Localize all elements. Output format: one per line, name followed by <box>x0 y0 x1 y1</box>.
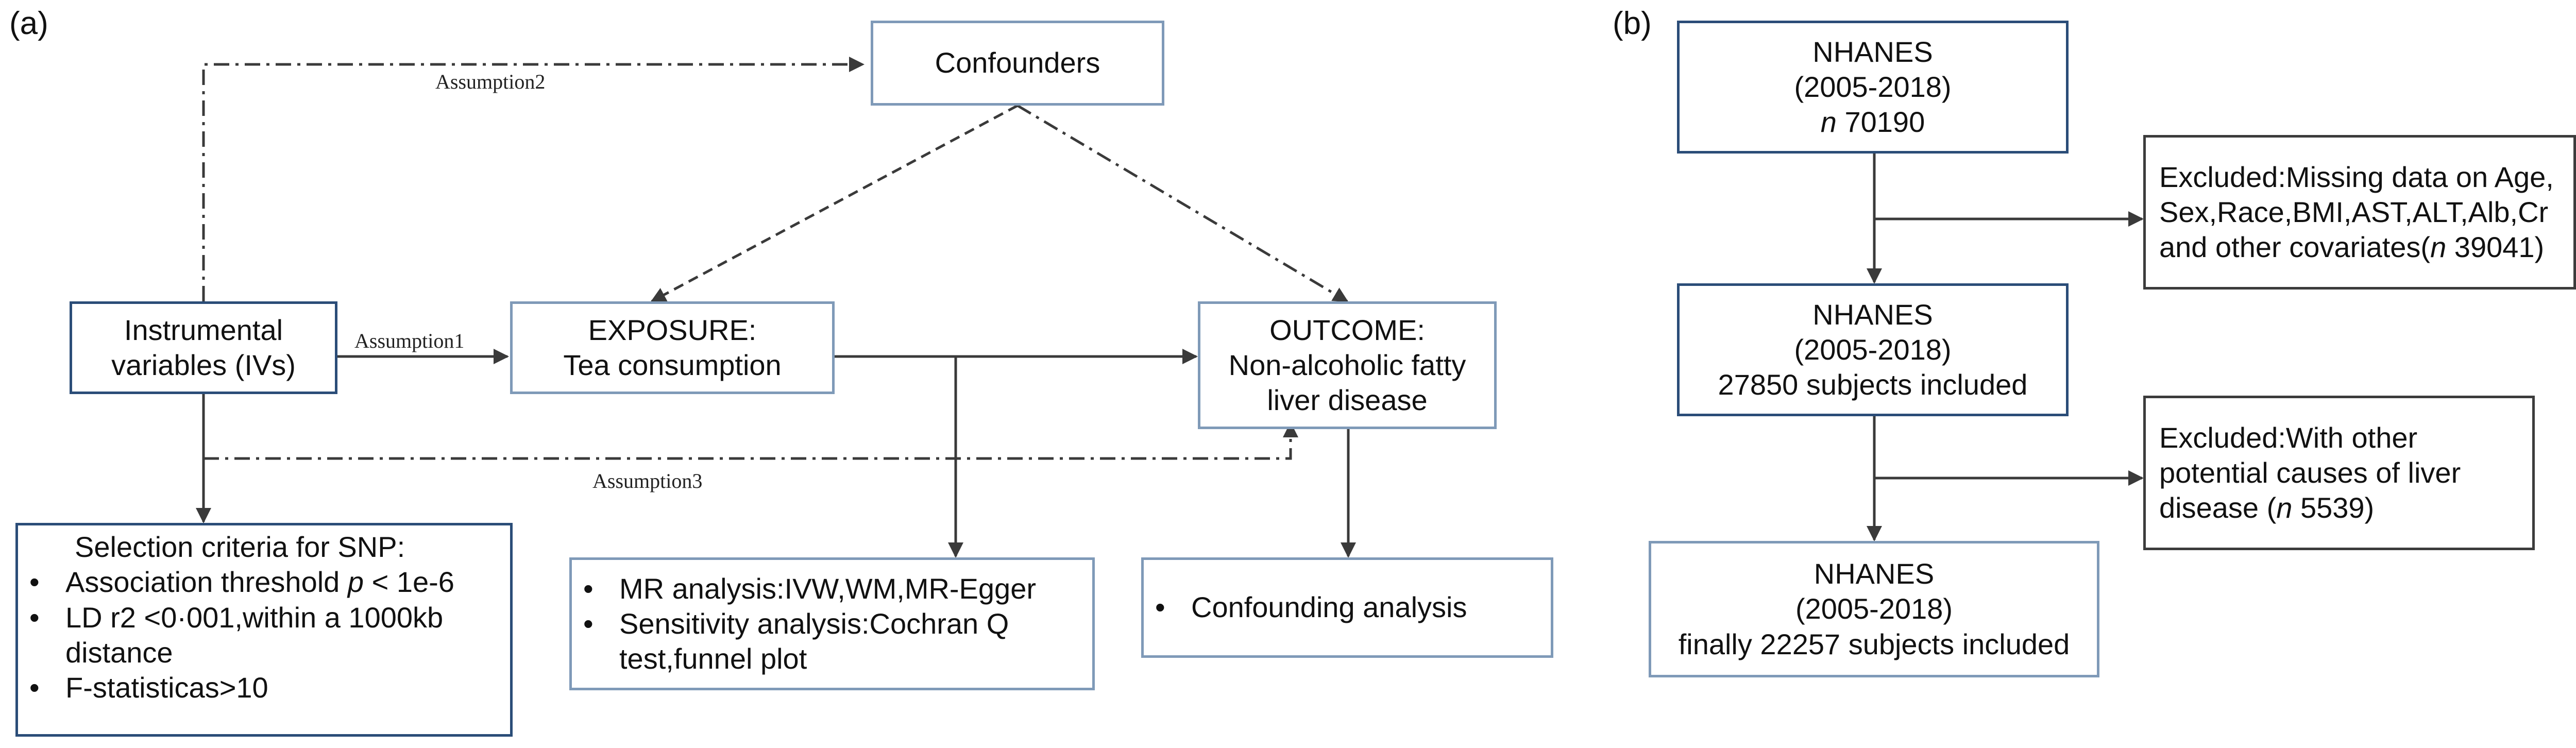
mr-item-sensitivity: Sensitivity analysis:Cochran Qtest,funne… <box>577 606 1036 677</box>
nhanes1-title: NHANES <box>1812 35 1933 68</box>
nhanes3-subjects: finally 22257 subjects included <box>1678 627 2070 660</box>
snp-criteria-box: Selection criteria for SNP: Association … <box>15 523 513 737</box>
nhanes-box-3: NHANES (2005-2018) finally 22257 subject… <box>1649 541 2099 677</box>
assumption3-label: Assumption3 <box>592 469 703 492</box>
assumption2-label: Assumption2 <box>435 70 546 93</box>
outcome-box: OUTCOME: Non-alcoholic fatty liver disea… <box>1198 301 1497 429</box>
excl1-line2: Sex,Race,BMI,AST,ALT,Alb,Cr <box>2159 195 2549 228</box>
exposure-line1: EXPOSURE: <box>588 313 757 346</box>
ivs-box: Instrumental variables (IVs) <box>70 301 337 394</box>
nhanes2-years: (2005-2018) <box>1794 333 1952 366</box>
dashed-confounders-to-exposure <box>650 104 1019 303</box>
confounding-list: Confounding analysis <box>1149 590 1467 625</box>
nhanes1-n: n 70190 <box>1820 106 1925 139</box>
nhanes2-title: NHANES <box>1812 298 1933 331</box>
exposure-box: EXPOSURE: Tea consumption <box>510 301 835 394</box>
mr-analysis-list: MR analysis:IVW,WM,MR-Egger Sensitivity … <box>577 571 1036 677</box>
nhanes3-years: (2005-2018) <box>1795 592 1953 625</box>
nhanes1-years: (2005-2018) <box>1794 70 1952 103</box>
dashed-confounders-to-outcome <box>1016 104 1349 303</box>
snp-criterion-f-stat: F-statisticas>10 <box>23 670 454 706</box>
outcome-line2: Non-alcoholic fatty <box>1228 348 1466 381</box>
ivs-line2: variables (IVs) <box>111 349 296 381</box>
exposure-line2: Tea consumption <box>563 349 782 381</box>
confounding-item: Confounding analysis <box>1149 590 1467 625</box>
nhanes2-subjects: 27850 subjects included <box>1718 368 2028 401</box>
nhanes3-title: NHANES <box>1814 557 1935 590</box>
outcome-line1: OUTCOME: <box>1269 313 1425 346</box>
excl2-line1: Excluded:With other <box>2159 421 2418 454</box>
panel-a-label: (a) <box>9 6 48 41</box>
excl2-line2: potential causes of liver <box>2159 456 2461 489</box>
nhanes-box-1: NHANES (2005-2018) n 70190 <box>1677 21 2069 154</box>
excl2-line3: disease (n 5539) <box>2159 491 2375 524</box>
nhanes-box-2: NHANES (2005-2018) 27850 subjects includ… <box>1677 283 2069 416</box>
ivs-line1: Instrumental <box>124 313 283 346</box>
assumption1-label: Assumption1 <box>354 329 465 352</box>
confounders-text: Confounders <box>935 46 1100 79</box>
outcome-line3: liver disease <box>1267 384 1428 417</box>
panel-b-label: (b) <box>1613 6 1652 41</box>
excluded-box-2: Excluded:With other potential causes of … <box>2143 396 2535 550</box>
snp-title: Selection criteria for SNP: <box>75 531 405 563</box>
confounding-analysis-box: Confounding analysis <box>1141 557 1553 658</box>
dashdot-assumption3 <box>204 422 1298 460</box>
dashdot-assumption2 <box>202 57 865 301</box>
confounders-box: Confounders <box>871 21 1164 106</box>
mr-item-methods: MR analysis:IVW,WM,MR-Egger <box>577 571 1036 607</box>
excl1-line1: Excluded:Missing data on Age, <box>2159 160 2554 193</box>
snp-criterion-threshold: Association threshold p < 1e-6 <box>23 565 454 600</box>
excl1-line3: and other covariates(n 39041) <box>2159 231 2545 264</box>
mr-analysis-box: MR analysis:IVW,WM,MR-Egger Sensitivity … <box>569 557 1095 690</box>
snp-criteria-list: Association threshold p < 1e-6 LD r2 <0·… <box>23 565 454 706</box>
excluded-box-1: Excluded:Missing data on Age, Sex,Race,B… <box>2143 135 2576 290</box>
